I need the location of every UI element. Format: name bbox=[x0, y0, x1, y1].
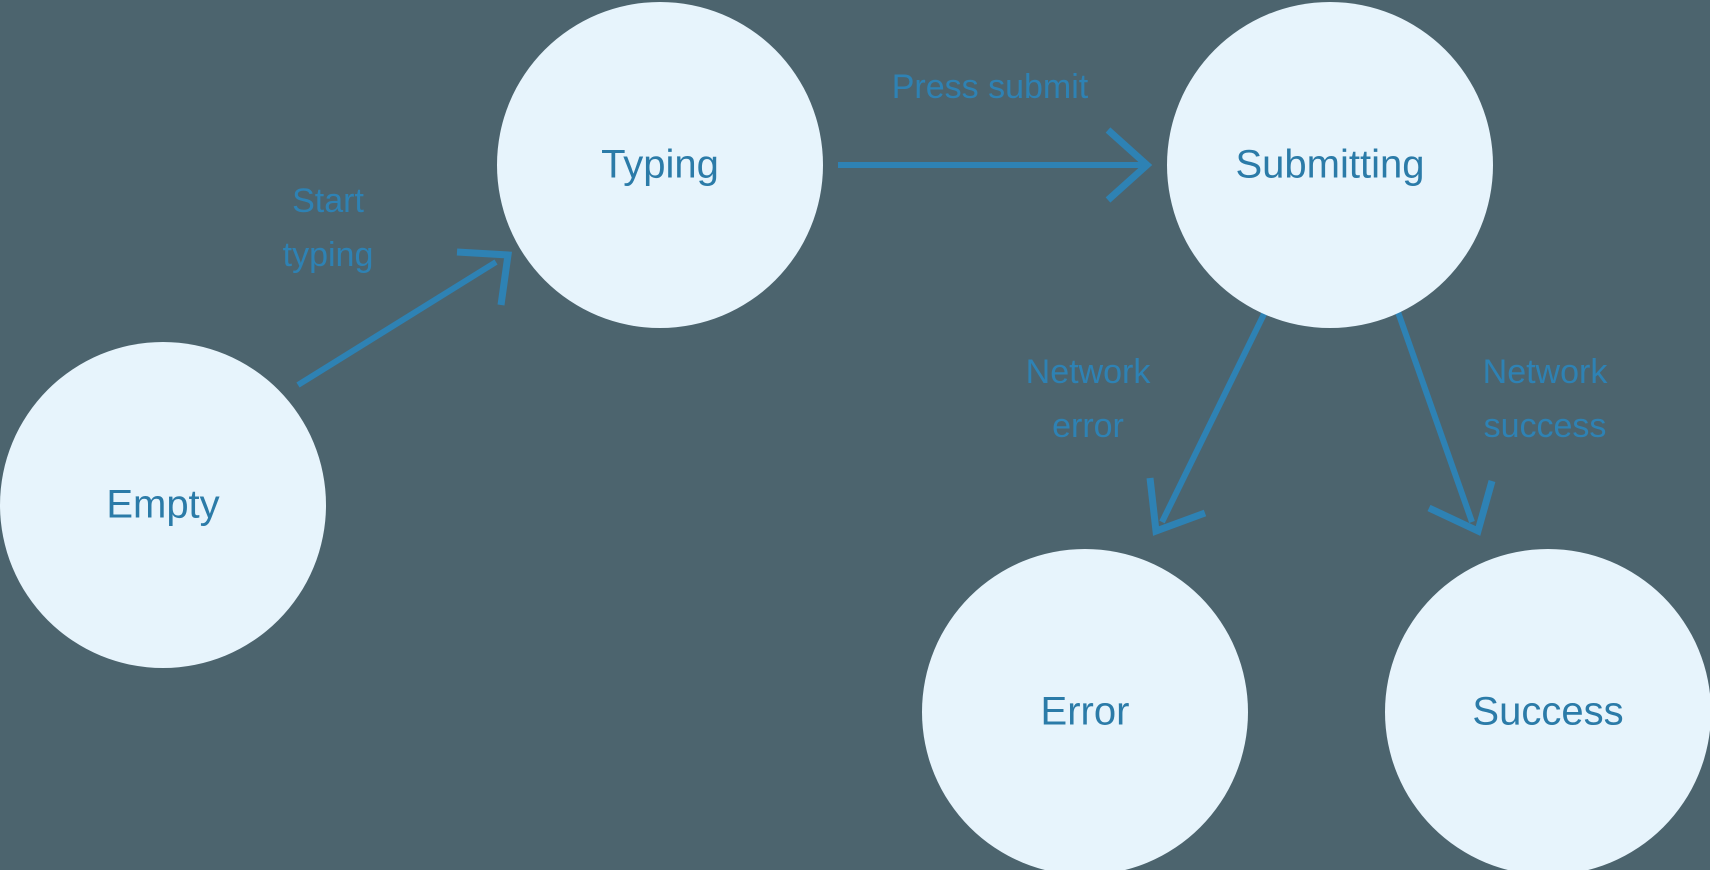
node-label-error: Error bbox=[1041, 690, 1130, 734]
edge-label-typing-to-submitting: Press submit bbox=[892, 68, 1089, 106]
edge-label-line-1: Network bbox=[1483, 353, 1609, 391]
node-error[interactable]: Error bbox=[922, 549, 1248, 870]
arrowhead-submitting-to-success bbox=[1427, 480, 1496, 536]
node-circle-typing[interactable] bbox=[497, 2, 823, 328]
edge-submitting-to-error bbox=[1146, 310, 1268, 536]
edge-label-line-1: Network bbox=[1026, 353, 1152, 391]
node-circle-success[interactable] bbox=[1385, 549, 1710, 870]
edge-label-line-1: Press submit bbox=[892, 68, 1089, 106]
node-label-empty: Empty bbox=[106, 483, 219, 527]
arrowhead-typing-to-submitting bbox=[1105, 127, 1153, 203]
edge-label-submitting-to-success: Network success bbox=[1483, 353, 1609, 445]
edge-label-line-2: success bbox=[1484, 407, 1607, 445]
edge-line-submitting-to-error bbox=[1159, 310, 1268, 524]
edge-label-submitting-to-error: Network error bbox=[1026, 353, 1152, 445]
edge-line-submitting-to-success bbox=[1395, 311, 1475, 523]
node-circle-submitting[interactable] bbox=[1167, 2, 1493, 328]
node-typing[interactable]: Typing bbox=[497, 2, 823, 328]
node-success[interactable]: Success bbox=[1385, 549, 1710, 870]
edge-label-line-2: error bbox=[1052, 407, 1124, 445]
node-circle-error[interactable] bbox=[922, 549, 1248, 870]
edge-typing-to-submitting bbox=[838, 127, 1153, 203]
node-label-success: Success bbox=[1472, 690, 1623, 734]
node-submitting[interactable]: Submitting bbox=[1167, 2, 1493, 328]
node-label-typing: Typing bbox=[601, 143, 719, 187]
node-circle-empty[interactable] bbox=[0, 342, 326, 668]
edge-label-line-1: Start bbox=[292, 182, 364, 220]
node-label-submitting: Submitting bbox=[1236, 143, 1425, 187]
arrowhead-submitting-to-error bbox=[1146, 477, 1207, 536]
edge-label-empty-to-typing: Start typing bbox=[283, 182, 374, 274]
edge-empty-to-typing bbox=[296, 248, 512, 388]
edge-line-empty-to-typing bbox=[296, 259, 498, 388]
edge-label-line-2: typing bbox=[283, 236, 374, 274]
node-empty[interactable]: Empty bbox=[0, 342, 326, 668]
arrowhead-empty-to-typing bbox=[456, 248, 512, 306]
edge-submitting-to-success bbox=[1395, 311, 1496, 536]
